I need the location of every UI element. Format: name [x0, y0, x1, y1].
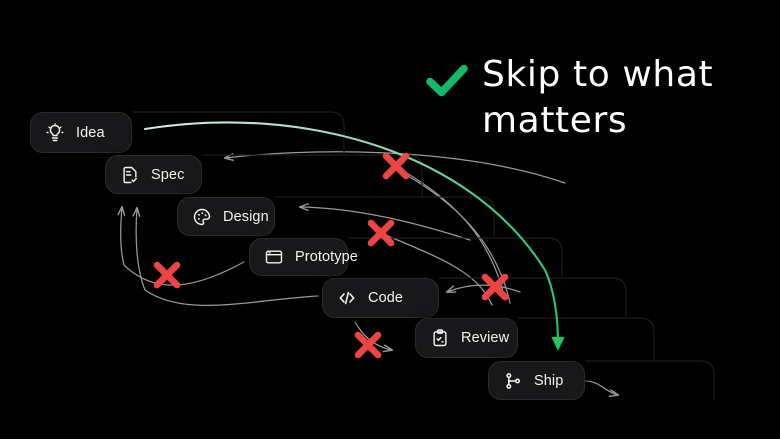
document-check-icon — [120, 165, 140, 185]
node-ship[interactable]: Ship — [488, 361, 585, 400]
code-brackets-icon — [337, 288, 357, 308]
git-branch-icon — [503, 371, 523, 391]
skip-path — [143, 121, 565, 351]
node-spec[interactable]: Spec — [105, 155, 202, 194]
x-mark-idea-rework — [382, 152, 410, 180]
node-label: Prototype — [295, 249, 358, 265]
node-prototype[interactable]: Prototype — [249, 238, 358, 276]
clipboard-check-icon — [430, 328, 450, 348]
node-design[interactable]: Design — [177, 197, 275, 236]
node-label: Ship — [534, 372, 564, 389]
node-label: Idea — [76, 124, 105, 141]
x-mark-review-rework — [354, 331, 382, 359]
node-idea[interactable]: Idea — [30, 112, 132, 153]
node-label: Spec — [151, 166, 185, 183]
x-mark-spec-loop — [153, 261, 181, 289]
node-label: Design — [223, 208, 269, 225]
palette-icon — [192, 207, 212, 227]
x-mark-design-rework — [367, 219, 395, 247]
x-mark-code-rework — [481, 273, 509, 301]
node-label: Review — [461, 330, 510, 346]
node-label: Code — [368, 290, 404, 306]
node-review[interactable]: Review — [415, 318, 518, 358]
headline-line-1: Skip to what — [482, 54, 714, 95]
headline: Skip to what matters — [482, 52, 772, 144]
node-code[interactable]: Code — [322, 278, 439, 318]
check-icon — [424, 60, 470, 100]
window-icon — [264, 247, 284, 267]
lightbulb-icon — [45, 122, 65, 143]
headline-line-2: matters — [482, 100, 628, 142]
